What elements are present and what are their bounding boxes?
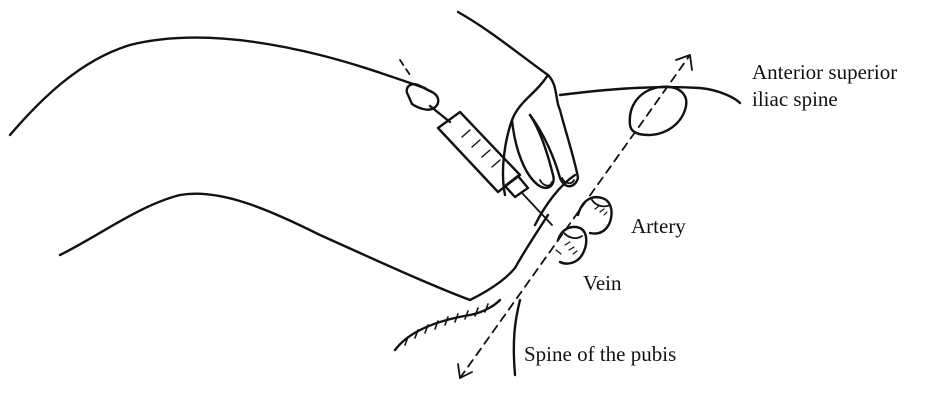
artery-texture — [595, 206, 607, 215]
syringe-trailing-dash — [400, 60, 412, 78]
label-artery: Artery — [631, 213, 686, 240]
label-vein: Vein — [583, 270, 622, 297]
label-anterior-superior-iliac-spine: Anterior superior iliac spine — [752, 59, 897, 113]
arrowhead-top-icon — [676, 55, 692, 70]
pubis-hatch — [405, 304, 488, 345]
syringe-plunger-rod — [430, 106, 450, 122]
label-asis-line-2: iliac spine — [752, 86, 897, 113]
vein-texture — [556, 242, 577, 254]
hand-back — [458, 12, 560, 110]
label-asis-line-1: Anterior superior — [752, 59, 897, 86]
vein-cut-ring — [563, 232, 582, 238]
femoral-vein — [556, 227, 586, 264]
groin-curve — [470, 215, 548, 300]
syringe — [407, 84, 552, 225]
fingernail-index — [540, 180, 552, 186]
syringe-barrel — [438, 112, 520, 192]
label-spine-of-pubis: Spine of the pubis — [524, 341, 676, 368]
femoral-artery — [578, 197, 612, 233]
thigh-lower-outline — [60, 194, 470, 300]
lower-abdomen-curve — [514, 300, 520, 375]
thigh-upper-outline — [10, 38, 425, 135]
syringe-plunger — [407, 84, 439, 109]
